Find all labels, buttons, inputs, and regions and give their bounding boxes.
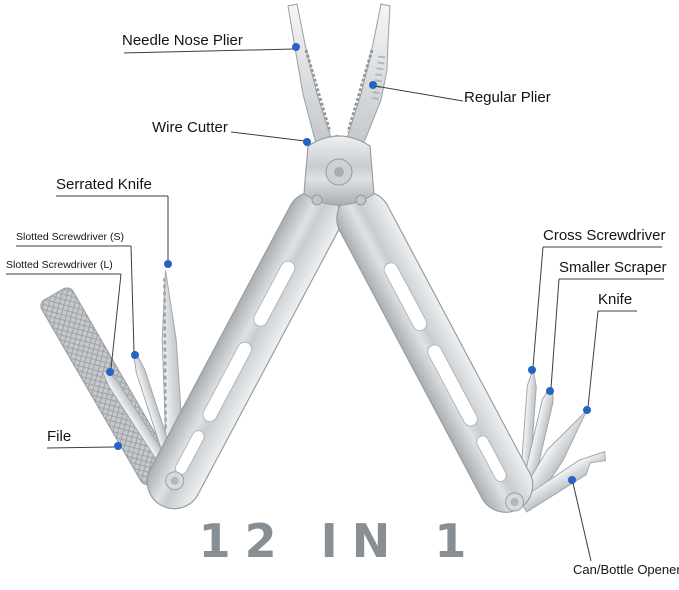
- leader-line: [550, 278, 560, 389]
- label-knife: Knife: [598, 291, 633, 308]
- title-12-in-1: 12 IN 1: [198, 514, 481, 568]
- leader-line: [230, 131, 306, 142]
- label-can-bottle-opener: Can/Bottle Opener: [573, 562, 679, 577]
- label-needle-nose-plier: Needle Nose Plier: [122, 32, 243, 49]
- label-smaller-scraper: Smaller Scraper: [559, 259, 667, 276]
- leader-line: [374, 85, 464, 102]
- callout-dot: [546, 387, 554, 395]
- leader-line: [123, 48, 295, 54]
- leader-line: [532, 246, 544, 368]
- callout-dot: [568, 476, 576, 484]
- callout-dot: [164, 260, 172, 268]
- callout-dots: [106, 43, 591, 484]
- leader-line: [46, 446, 115, 449]
- callout-dot: [528, 366, 536, 374]
- right-head-screw: [355, 194, 367, 206]
- label-file: File: [47, 428, 72, 445]
- callout-dot: [303, 138, 311, 146]
- label-serrated-knife: Serrated Knife: [56, 176, 152, 193]
- left-handle: [146, 190, 342, 510]
- pivot-head: [303, 135, 375, 206]
- callout-dot: [292, 43, 300, 51]
- callout-dot: [106, 368, 114, 376]
- callout-dot: [114, 442, 122, 450]
- label-wire-cutter: Wire Cutter: [152, 119, 228, 136]
- callout-dot: [583, 406, 591, 414]
- callout-dot: [131, 351, 139, 359]
- leader-line: [130, 245, 135, 353]
- leader-line: [572, 482, 592, 562]
- label-slotted-screwdriver-l: Slotted Screwdriver (L): [6, 259, 113, 271]
- leader-lines: [6, 48, 664, 562]
- label-regular-plier: Regular Plier: [464, 89, 551, 106]
- leader-line: [587, 310, 599, 408]
- left-head-screw: [311, 194, 323, 206]
- can-bottle-opener-tool: [518, 450, 606, 513]
- callout-dot: [369, 81, 377, 89]
- label-slotted-screwdriver-s: Slotted Screwdriver (S): [16, 231, 124, 243]
- right-handle: [336, 190, 534, 513]
- leader-line: [110, 273, 122, 370]
- label-cross-screwdriver: Cross Screwdriver: [543, 227, 666, 244]
